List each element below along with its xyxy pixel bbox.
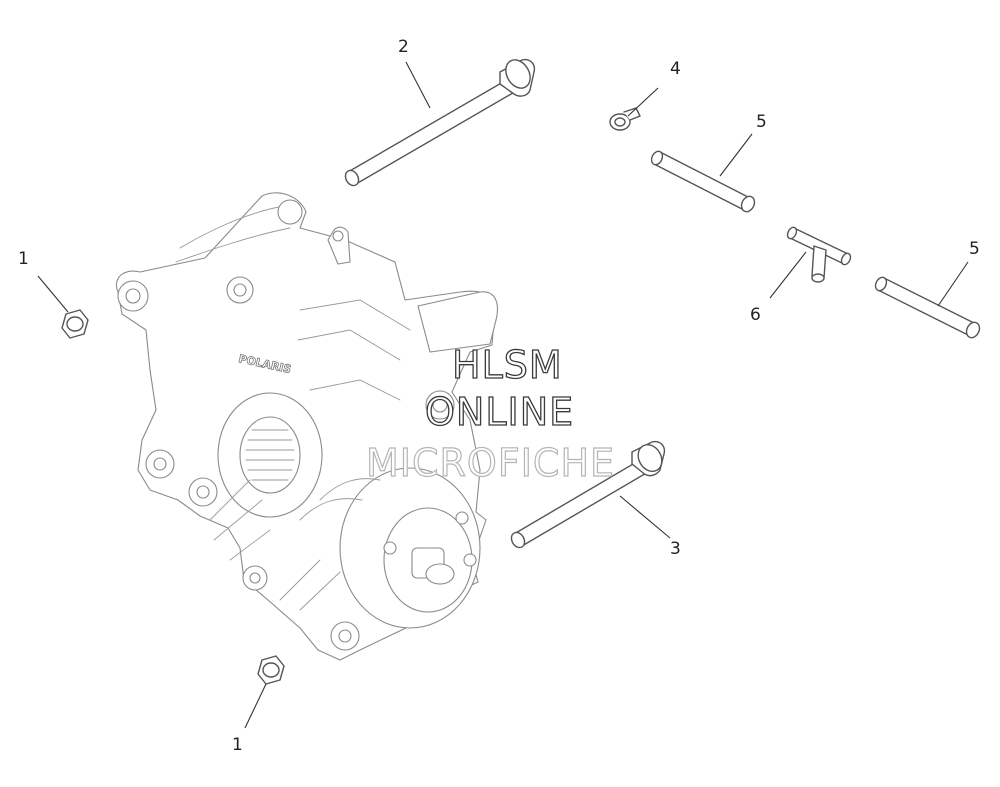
callout-6: 6 <box>750 305 761 325</box>
bolt-lower <box>510 440 666 549</box>
flange-nut-lower <box>257 655 285 685</box>
callout-4: 4 <box>670 59 681 79</box>
watermark-line3: MICROFICHE <box>366 441 615 485</box>
watermark-line1: HLSM <box>452 343 563 387</box>
gearcase-housing <box>116 192 498 661</box>
hose-upper <box>650 150 756 213</box>
leader-lines <box>37 61 969 729</box>
callout-5-upper: 5 <box>756 112 767 132</box>
callout-2: 2 <box>398 37 409 57</box>
watermark-line2: ONLINE <box>425 390 574 434</box>
callout-1-lower: 1 <box>232 735 243 755</box>
flange-nut-upper <box>61 309 89 339</box>
callout-5-lower: 5 <box>969 239 980 259</box>
hose-lower <box>874 276 981 339</box>
callouts: 1 1 2 3 4 5 5 6 <box>18 37 980 755</box>
watermark: HLSM ONLINE MICROFICHE <box>365 342 615 485</box>
bolt-upper <box>344 58 536 187</box>
tee-fitting <box>786 226 852 283</box>
callout-3: 3 <box>670 539 681 559</box>
callout-1-upper: 1 <box>18 249 29 269</box>
hose-clamp <box>609 107 641 131</box>
